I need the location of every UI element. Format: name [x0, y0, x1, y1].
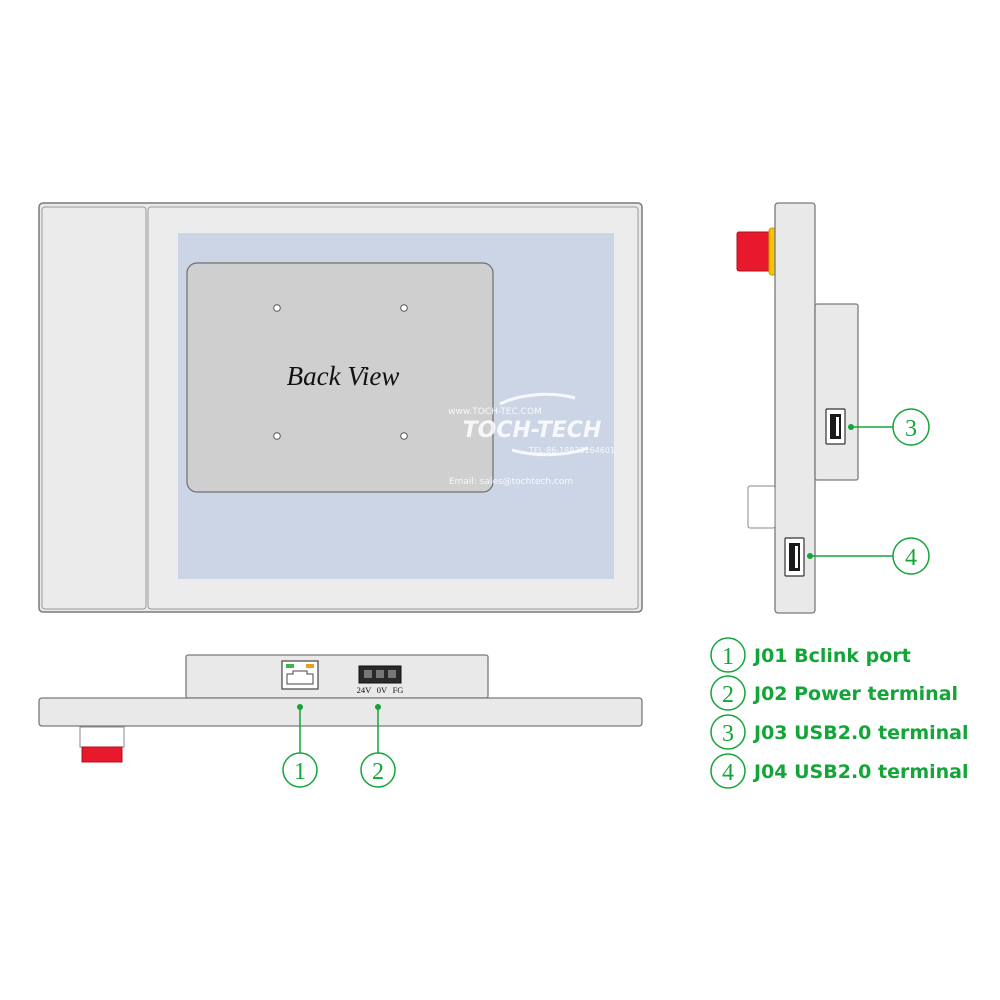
emergency-stop-icon	[736, 227, 777, 276]
legend-item: 3 J03 USB2.0 terminal	[710, 714, 969, 750]
callout-3-number: 3	[905, 416, 917, 442]
ethernet-port-icon	[281, 660, 319, 690]
bottom-view: 24V 0V FG 1 2	[38, 654, 643, 788]
legend-number: 3	[722, 721, 734, 747]
side-bump	[747, 485, 776, 529]
legend-number: 4	[722, 760, 734, 786]
bottom-edge	[38, 697, 643, 727]
legend-item: 2 J02 Power terminal	[710, 675, 958, 711]
emergency-stop-icon	[79, 726, 125, 763]
legend: 1 J01 Bclink port 2 J02 Power terminal 3…	[710, 637, 969, 789]
legend-item: 1 J01 Bclink port	[710, 637, 911, 673]
mounting-hole-icon	[273, 432, 281, 440]
legend-text: J03 USB2.0 terminal	[752, 722, 969, 744]
mounting-hole-icon	[400, 432, 408, 440]
back-view-panel: Back View www.TOCH-TEC.COM TOCH-TECH TEL…	[38, 202, 643, 613]
pin-label-fg: FG	[393, 685, 404, 695]
callout-4-number: 4	[905, 545, 917, 571]
watermark-email: Email: sales@tochtech.com	[449, 477, 573, 487]
watermark-tel: TEL:86-18823164601	[528, 446, 615, 455]
pin-label-24v: 24V	[357, 685, 373, 695]
connector-housing	[185, 654, 489, 699]
callout-2-number: 2	[372, 759, 384, 785]
side-rear-housing	[814, 303, 859, 481]
callout-1-number: 1	[294, 759, 306, 785]
callout-2: 2	[360, 704, 396, 788]
callout-4: 4	[807, 537, 930, 575]
pin-label-0v: 0V	[377, 685, 388, 695]
callout-1: 1	[282, 704, 318, 788]
usb-port-icon	[825, 408, 846, 445]
legend-text: J02 Power terminal	[752, 683, 958, 705]
legend-text: J01 Bclink port	[752, 645, 911, 667]
mounting-plate	[186, 262, 494, 493]
mounting-hole-icon	[400, 304, 408, 312]
power-terminal-icon	[358, 665, 402, 684]
legend-number: 1	[722, 644, 734, 670]
side-view: 3 4	[736, 202, 930, 614]
legend-number: 2	[722, 682, 734, 708]
legend-text: J04 USB2.0 terminal	[752, 761, 969, 783]
watermark: www.TOCH-TEC.COM TOCH-TECH TEL:86-188231…	[448, 392, 615, 487]
usb-port-icon	[784, 537, 805, 577]
back-view-label: Back View	[287, 361, 400, 391]
callout-3: 3	[848, 408, 930, 446]
watermark-url: www.TOCH-TEC.COM	[448, 407, 542, 417]
mounting-hole-icon	[273, 304, 281, 312]
legend-item: 4 J04 USB2.0 terminal	[710, 753, 969, 789]
watermark-brand: TOCH-TECH	[463, 418, 602, 443]
